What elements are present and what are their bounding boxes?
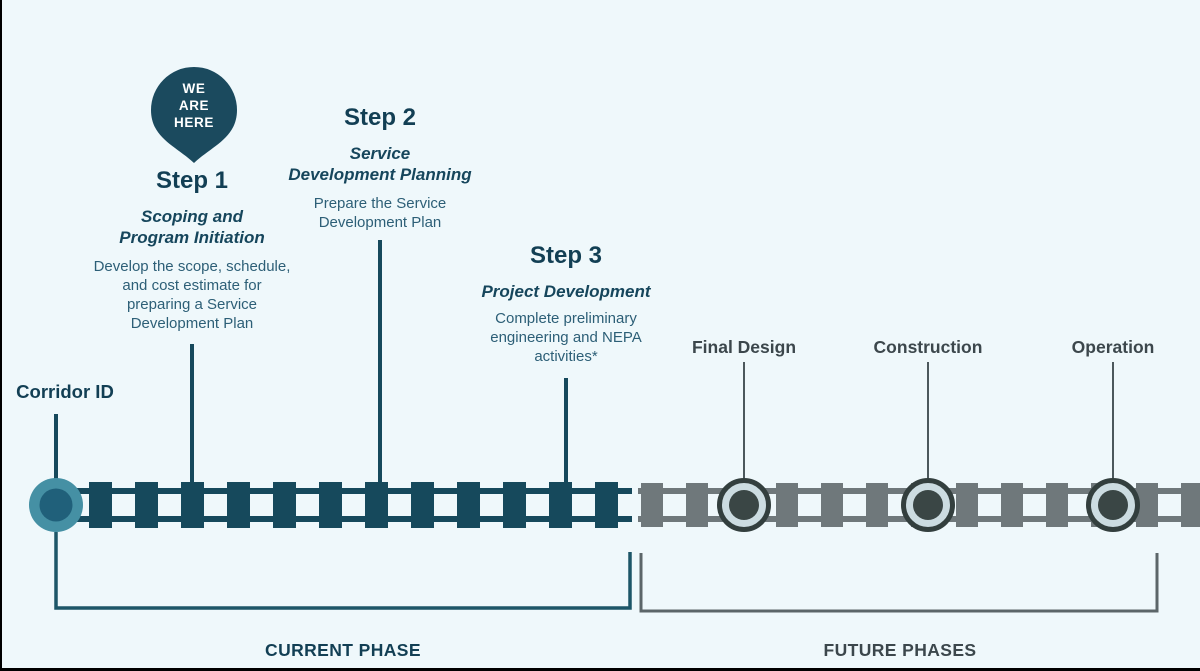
step-1-title: Step 1 [155,167,229,194]
step-3-title: Step 3 [529,242,603,269]
step-2-subtitle: Service Development Planning [288,144,472,184]
construction-node [901,478,955,532]
track-tie [181,482,204,528]
track-tie [1136,483,1158,527]
corridor-id-label: Corridor ID [16,381,114,402]
step-2-description: Prepare the Service Development Plan [313,195,447,231]
operation-node [1086,478,1140,532]
operation-label: Operation [1071,337,1155,357]
track-tie [365,482,388,528]
future-phase-bracket [639,553,1159,613]
track-tie [457,482,480,528]
final-design-label: Final Design [691,337,797,357]
track-tie [549,482,572,528]
step-3-description: Complete preliminary engineering and NEP… [490,310,642,365]
current-phase-label: CURRENT PHASE [265,640,421,660]
step-2-title: Step 2 [343,104,417,131]
we-are-here-pin-icon [151,66,237,163]
track-tie [866,483,888,527]
step-3-subtitle: Project Development [481,282,651,301]
track-tie [135,482,158,528]
track-tie [411,482,434,528]
track-tie [1046,483,1068,527]
construction-node-center [913,490,943,520]
track-tie [503,482,526,528]
construction-label: Construction [873,337,983,357]
corridor-id-node-center [39,488,73,522]
track-tie [1181,483,1200,527]
left-edge-artifact [0,0,2,671]
track-tie [956,483,978,527]
track-tie [641,483,663,527]
track-tie [595,482,618,528]
track-tie [1001,483,1023,527]
track-tie [776,483,798,527]
current-track-rail-top [56,488,632,494]
step-1-subtitle: Scoping and Program Initiation [119,207,265,247]
current-track-rail-bottom [56,516,632,522]
track-tie [686,483,708,527]
final-design-node-center [729,490,759,520]
we-are-here-label: WE ARE HERE [174,81,214,130]
track-ties-current [89,482,618,528]
track-tie [319,482,342,528]
operation-node-center [1098,490,1128,520]
track-tie [273,482,296,528]
track-tie [89,482,112,528]
corridor-id-node [29,478,83,532]
final-design-node [717,478,771,532]
current-phase-bracket [54,532,632,610]
future-phases-label: FUTURE PHASES [823,640,977,660]
track-tie [821,483,843,527]
step-1-description: Develop the scope, schedule, and cost es… [93,258,291,332]
track-tie [227,482,250,528]
bottom-edge-artifact [0,668,1200,671]
